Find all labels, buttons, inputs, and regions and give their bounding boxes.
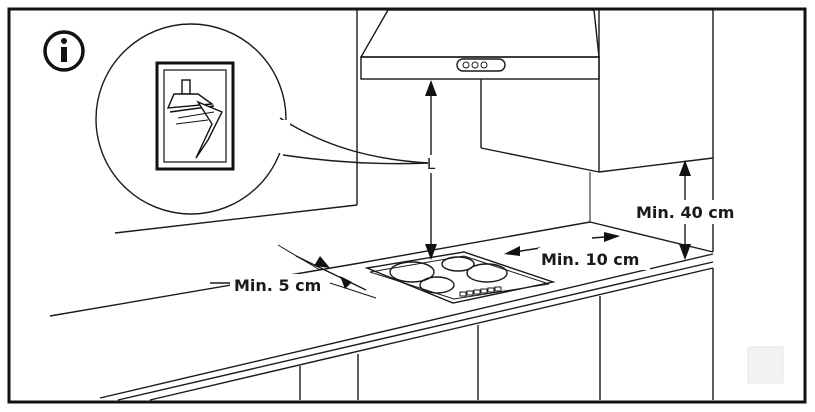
label-L: L <box>427 155 436 173</box>
wall-lines <box>49 10 361 317</box>
dimension-min-5cm: Min. 5 cm <box>210 244 377 299</box>
dimension-min-40cm: Min. 40 cm <box>633 160 749 260</box>
dimension-L: L <box>424 80 438 260</box>
hob-controls <box>459 286 502 297</box>
label-min-40cm: Min. 40 cm <box>636 203 734 222</box>
hob-zone-1 <box>389 261 435 283</box>
base-cabinets <box>299 268 714 400</box>
corner-placeholder-box <box>747 346 784 384</box>
label-min-10cm: Min. 10 cm <box>541 250 639 269</box>
hob-zone-3 <box>466 263 508 283</box>
hob-zone-2 <box>441 256 475 272</box>
wall-cabinet <box>480 10 714 173</box>
label-min-5cm: Min. 5 cm <box>234 276 321 295</box>
dimension-min-10cm: Min. 10 cm <box>504 232 650 270</box>
hob-zone-4 <box>419 276 455 294</box>
manual-booklet-icon <box>155 61 235 171</box>
info-icon <box>43 30 85 72</box>
worktop <box>99 221 714 401</box>
info-callout <box>95 23 429 215</box>
